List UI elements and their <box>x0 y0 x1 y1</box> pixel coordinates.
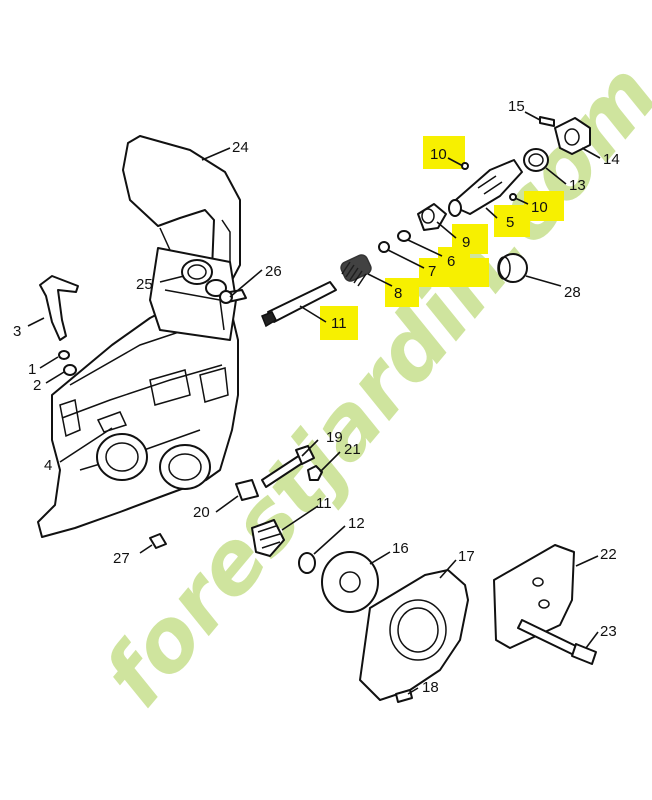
highlight-box-11 <box>320 306 358 340</box>
highlight-box-8 <box>385 278 419 307</box>
spacer-21 <box>235 479 259 501</box>
screw-19 <box>395 689 413 703</box>
brake-handle-25 <box>122 135 241 341</box>
shaft-11 <box>261 281 337 328</box>
callout-6: 6 <box>447 253 455 270</box>
cover-17 <box>321 551 379 613</box>
callout-23: 22 <box>600 546 617 563</box>
housing-part-4 <box>37 296 239 538</box>
nut-22 <box>307 465 323 481</box>
callout-28: 27 <box>113 550 130 567</box>
callout-5: 5 <box>506 214 514 231</box>
callout-27: 26 <box>265 263 282 280</box>
bolt-24 <box>517 619 597 665</box>
washer-6 <box>397 230 411 242</box>
lever-3 <box>39 275 79 341</box>
callout-14: 13 <box>569 177 586 194</box>
callout-12: 11 <box>316 495 332 512</box>
callout-20: 19 <box>326 429 343 446</box>
washer-7 <box>378 241 390 253</box>
callout-9: 9 <box>462 234 470 251</box>
plug-28 <box>149 533 167 549</box>
highlight-box-10b <box>524 191 564 221</box>
bearing-12 <box>251 519 285 557</box>
callout-13: 12 <box>348 515 365 532</box>
callout-16: 15 <box>508 98 525 115</box>
plate-23 <box>493 544 575 649</box>
callout-15: 14 <box>603 151 620 168</box>
callout-2: 2 <box>33 377 41 394</box>
bolt-20 <box>261 445 315 488</box>
leader-lines <box>27 111 601 695</box>
callout-10-top: 10 <box>430 146 447 163</box>
spring-8 <box>340 254 372 287</box>
callout-26: 25 <box>136 276 153 293</box>
washer-13 <box>298 552 316 574</box>
callout-19: 18 <box>422 679 439 696</box>
callout-29: 28 <box>564 284 581 301</box>
callout-22: 21 <box>344 441 361 458</box>
cap-15 <box>554 117 591 155</box>
washers-1-2 <box>58 350 77 376</box>
highlight-box-7 <box>419 258 489 287</box>
callout-8: 8 <box>394 285 402 302</box>
callout-18: 17 <box>458 548 475 565</box>
callout-1: 1 <box>28 361 36 378</box>
callout-3: 3 <box>13 323 21 340</box>
ring-14 <box>523 148 549 172</box>
callout-4: 4 <box>44 457 52 474</box>
spring-26 <box>181 259 227 297</box>
pin-27 <box>219 289 247 304</box>
callout-labels: 24 25 26 3 1 2 4 10 10 5 9 6 7 8 11 28 1… <box>13 98 620 696</box>
screw-16 <box>539 116 555 127</box>
callout-21: 20 <box>193 504 210 521</box>
callout-7: 7 <box>428 263 436 280</box>
highlight-box-5 <box>494 205 530 237</box>
callout-10-right: 10 <box>531 199 548 216</box>
highlight-boxes <box>320 136 564 340</box>
plate-18 <box>359 569 469 701</box>
callout-24: 23 <box>600 623 617 640</box>
callout-11: 11 <box>331 315 347 332</box>
callout-17: 16 <box>392 540 409 557</box>
bushing-29 <box>497 253 528 283</box>
pump-5 <box>448 159 523 217</box>
callout-25: 24 <box>232 139 249 156</box>
